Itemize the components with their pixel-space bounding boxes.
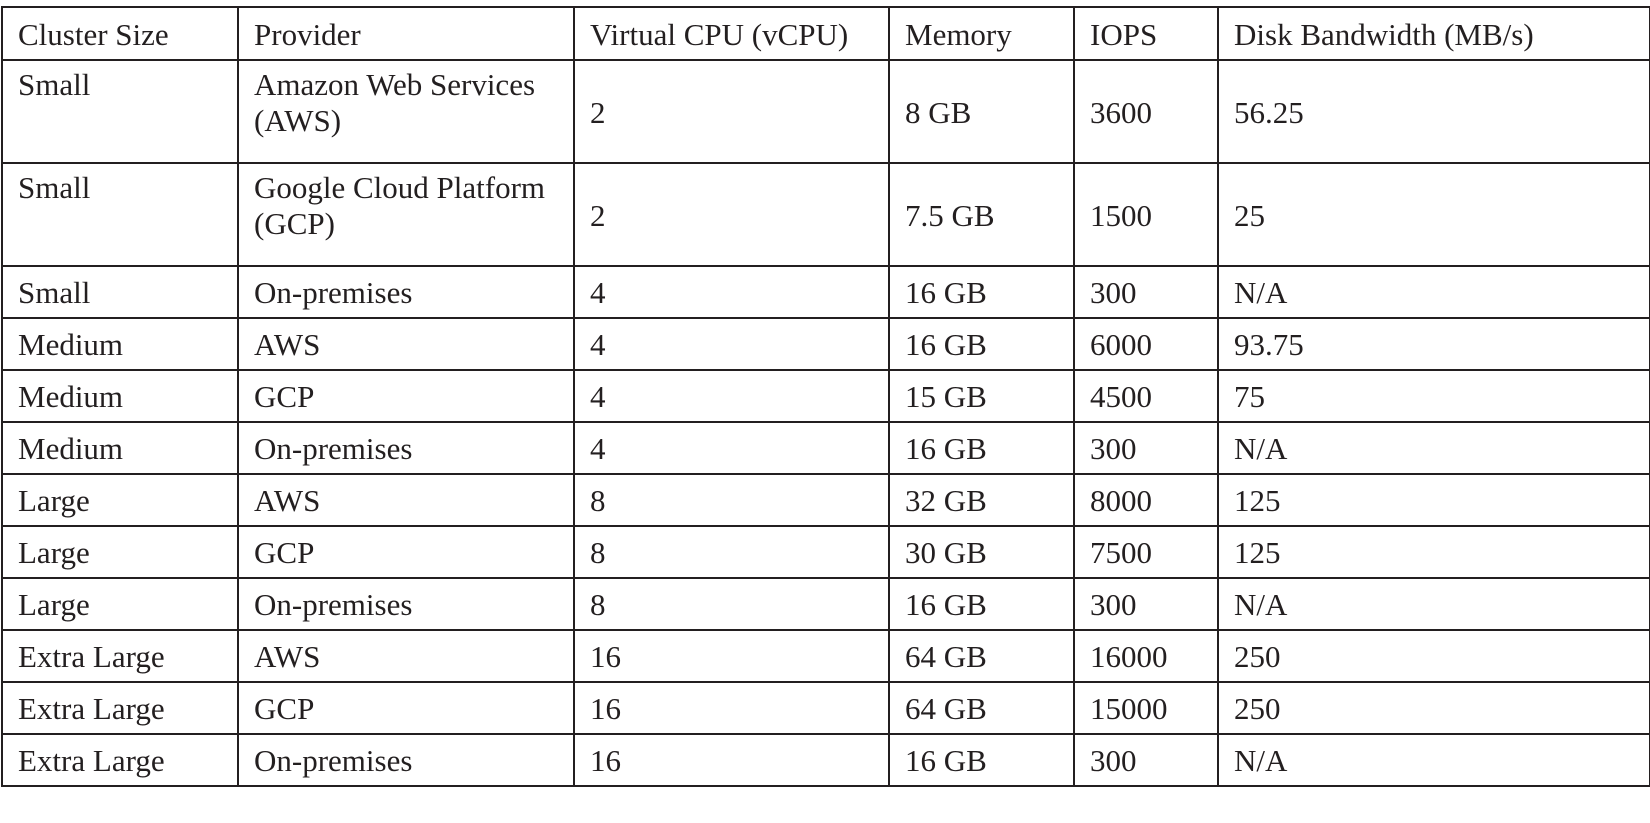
cell-disk-bandwidth: 125 <box>1217 473 1650 527</box>
cell-cluster-size: Large <box>1 473 239 527</box>
cell-vcpu: 4 <box>573 369 890 423</box>
cell-memory: 16 GB <box>888 317 1075 371</box>
table-row: Medium On-premises 4 16 GB 300 N/A <box>1 421 1650 475</box>
cell-vcpu: 2 <box>573 162 890 267</box>
cell-iops: 4500 <box>1073 369 1219 423</box>
header-provider: Provider <box>237 6 575 61</box>
table-row: Extra Large On-premises 16 16 GB 300 N/A <box>1 733 1650 787</box>
cell-cluster-size: Extra Large <box>1 733 239 787</box>
cell-memory: 7.5 GB <box>888 162 1075 267</box>
cell-provider: On-premises <box>237 733 575 787</box>
cell-iops: 300 <box>1073 421 1219 475</box>
cell-disk-bandwidth: 75 <box>1217 369 1650 423</box>
table-row: Small Amazon Web Services (AWS) 2 8 GB 3… <box>1 59 1650 164</box>
cell-iops: 15000 <box>1073 681 1219 735</box>
cell-cluster-size: Medium <box>1 421 239 475</box>
cell-vcpu: 16 <box>573 733 890 787</box>
table-row: Medium AWS 4 16 GB 6000 93.75 <box>1 317 1650 371</box>
cell-cluster-size: Small <box>1 162 239 267</box>
cell-memory: 16 GB <box>888 577 1075 631</box>
cell-iops: 3600 <box>1073 59 1219 164</box>
table-row: Large On-premises 8 16 GB 300 N/A <box>1 577 1650 631</box>
cell-iops: 7500 <box>1073 525 1219 579</box>
cell-memory: 15 GB <box>888 369 1075 423</box>
cell-disk-bandwidth: N/A <box>1217 421 1650 475</box>
cell-iops: 1500 <box>1073 162 1219 267</box>
cell-disk-bandwidth: N/A <box>1217 733 1650 787</box>
table-row: Medium GCP 4 15 GB 4500 75 <box>1 369 1650 423</box>
header-row: Cluster Size Provider Virtual CPU (vCPU)… <box>1 6 1650 61</box>
cell-vcpu: 16 <box>573 681 890 735</box>
cell-memory: 16 GB <box>888 265 1075 319</box>
cell-vcpu: 8 <box>573 577 890 631</box>
cell-cluster-size: Extra Large <box>1 629 239 683</box>
cell-cluster-size: Medium <box>1 317 239 371</box>
cell-disk-bandwidth: N/A <box>1217 265 1650 319</box>
cell-cluster-size: Large <box>1 577 239 631</box>
cell-provider: On-premises <box>237 577 575 631</box>
cell-memory: 16 GB <box>888 421 1075 475</box>
table-row: Large GCP 8 30 GB 7500 125 <box>1 525 1650 579</box>
cell-vcpu: 4 <box>573 421 890 475</box>
cell-vcpu: 8 <box>573 525 890 579</box>
cell-disk-bandwidth: 93.75 <box>1217 317 1650 371</box>
table-row: Extra Large GCP 16 64 GB 15000 250 <box>1 681 1650 735</box>
table-row: Extra Large AWS 16 64 GB 16000 250 <box>1 629 1650 683</box>
cell-memory: 64 GB <box>888 629 1075 683</box>
cell-cluster-size: Medium <box>1 369 239 423</box>
cell-iops: 300 <box>1073 265 1219 319</box>
cell-memory: 64 GB <box>888 681 1075 735</box>
cell-disk-bandwidth: 25 <box>1217 162 1650 267</box>
cell-cluster-size: Extra Large <box>1 681 239 735</box>
cell-iops: 16000 <box>1073 629 1219 683</box>
cell-iops: 8000 <box>1073 473 1219 527</box>
table-row: Small On-premises 4 16 GB 300 N/A <box>1 265 1650 319</box>
cell-vcpu: 2 <box>573 59 890 164</box>
header-memory: Memory <box>888 6 1075 61</box>
cell-provider: AWS <box>237 629 575 683</box>
cell-provider: On-premises <box>237 265 575 319</box>
cell-memory: 16 GB <box>888 733 1075 787</box>
cell-iops: 300 <box>1073 577 1219 631</box>
cell-cluster-size: Large <box>1 525 239 579</box>
table-row: Small Google Cloud Platform (GCP) 2 7.5 … <box>1 162 1650 267</box>
header-cluster-size: Cluster Size <box>1 6 239 61</box>
cell-provider: On-premises <box>237 421 575 475</box>
cell-provider: AWS <box>237 317 575 371</box>
cell-provider: Amazon Web Services (AWS) <box>237 59 575 164</box>
cell-cluster-size: Small <box>1 59 239 164</box>
header-vcpu: Virtual CPU (vCPU) <box>573 6 890 61</box>
cell-disk-bandwidth: 56.25 <box>1217 59 1650 164</box>
cell-vcpu: 8 <box>573 473 890 527</box>
cell-provider: GCP <box>237 681 575 735</box>
cell-memory: 30 GB <box>888 525 1075 579</box>
cell-iops: 300 <box>1073 733 1219 787</box>
header-iops: IOPS <box>1073 6 1219 61</box>
cell-vcpu: 16 <box>573 629 890 683</box>
cell-disk-bandwidth: N/A <box>1217 577 1650 631</box>
cell-memory: 8 GB <box>888 59 1075 164</box>
cell-disk-bandwidth: 250 <box>1217 681 1650 735</box>
cell-memory: 32 GB <box>888 473 1075 527</box>
cell-provider: GCP <box>237 369 575 423</box>
table-body: Small Amazon Web Services (AWS) 2 8 GB 3… <box>1 59 1650 787</box>
table-header: Cluster Size Provider Virtual CPU (vCPU)… <box>1 6 1650 61</box>
cluster-size-table: Cluster Size Provider Virtual CPU (vCPU)… <box>1 6 1650 787</box>
cell-vcpu: 4 <box>573 265 890 319</box>
table-row: Large AWS 8 32 GB 8000 125 <box>1 473 1650 527</box>
cell-disk-bandwidth: 125 <box>1217 525 1650 579</box>
cell-vcpu: 4 <box>573 317 890 371</box>
cell-provider: GCP <box>237 525 575 579</box>
cell-disk-bandwidth: 250 <box>1217 629 1650 683</box>
cell-cluster-size: Small <box>1 265 239 319</box>
cell-provider: AWS <box>237 473 575 527</box>
header-disk-bandwidth: Disk Bandwidth (MB/s) <box>1217 6 1650 61</box>
cell-iops: 6000 <box>1073 317 1219 371</box>
cell-provider: Google Cloud Platform (GCP) <box>237 162 575 267</box>
